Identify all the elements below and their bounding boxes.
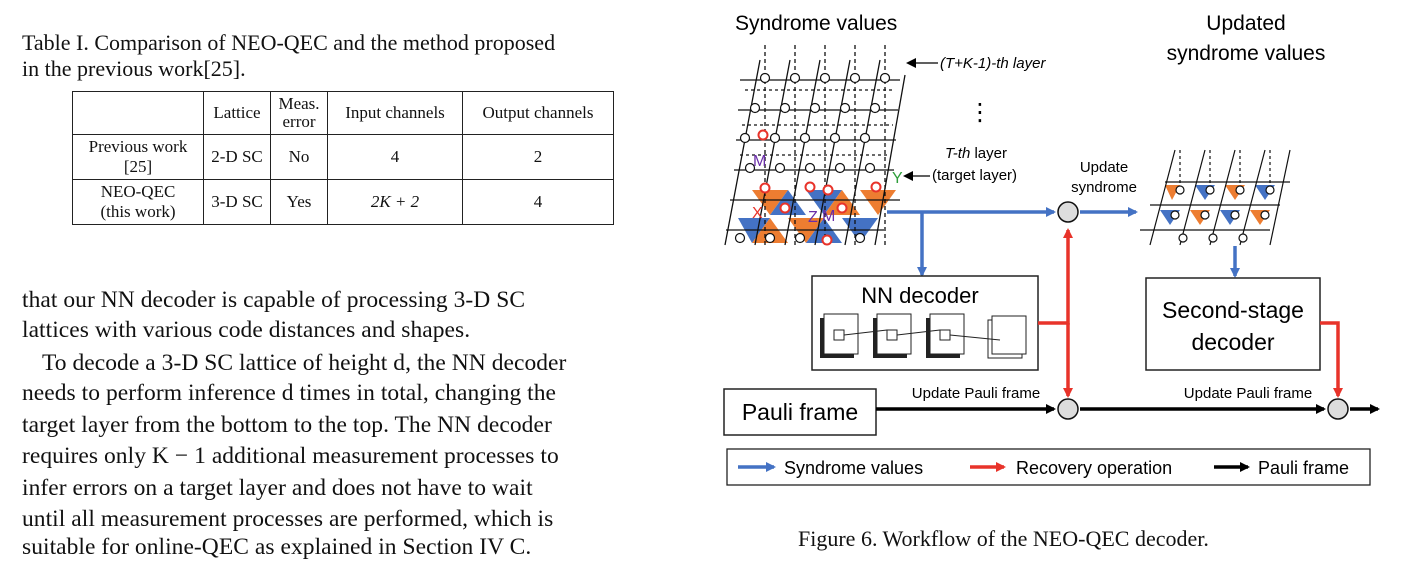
table-header-meas: Meas.: [278, 94, 320, 113]
table-header-cell: Meas. error: [270, 91, 328, 135]
update-pauli-label-2: Update Pauli frame: [1184, 385, 1312, 402]
update-pauli-label-1: Update Pauli frame: [912, 385, 1040, 402]
body-text-line: needs to perform inference d times in to…: [22, 380, 557, 406]
update-syndrome-label-2: syndrome: [1071, 179, 1137, 196]
table-header-cell: Input channels: [327, 91, 463, 135]
paper-left-column: Table I. Comparison of NEO-QEC and the m…: [0, 0, 700, 560]
table-header-cell: Output channels: [462, 91, 614, 135]
lattice-3d: [724, 45, 906, 246]
pauli-frame-label: Pauli frame: [742, 399, 858, 425]
x-error-label: X: [752, 205, 763, 222]
table-caption-line-1: Table I. Comparison of NEO-QEC and the m…: [22, 30, 556, 55]
target-layer-label-2: (target layer): [932, 167, 1017, 184]
syndrome-values-title: Syndrome values: [735, 12, 897, 35]
legend-box: [726, 448, 1371, 486]
pauli-frame-box: [723, 388, 877, 436]
updated-title-line-1: Updated: [1206, 12, 1285, 35]
legend-recovery-label: Recovery operation: [1016, 458, 1172, 478]
target-layer-number: T-th: [945, 145, 970, 162]
body-text-line: that our NN decoder is capable of proces…: [22, 287, 526, 313]
body-text-line: lattices with various code distances and…: [22, 317, 471, 343]
table-cell-meas-error: Yes: [270, 179, 328, 225]
table-cell-input: 4: [327, 134, 463, 180]
table-cell-lattice: 3-D SC: [203, 179, 271, 225]
table-cell-output: 2: [462, 134, 614, 180]
m-error-label: M: [822, 208, 835, 225]
comparison-table: Lattice Meas. error Input channels Outpu…: [72, 91, 614, 225]
table-header-error: error: [282, 112, 316, 131]
table-row: NEO-QEC (this work) 3-D SC Yes 2K + 2 4: [72, 179, 614, 225]
table-cell-meas-error: No: [270, 134, 328, 180]
table-cell-method-line: (this work): [100, 202, 176, 221]
body-text-line: suitable for online-QEC as explained in …: [22, 534, 532, 560]
table-cell-lattice: 2-D SC: [203, 134, 271, 180]
target-layer-word: layer: [970, 145, 1007, 162]
table-header-row: Lattice Meas. error Input channels Outpu…: [72, 91, 614, 135]
syndrome-update-node: [1057, 201, 1079, 223]
pauli-update-node: [1057, 398, 1079, 420]
body-text-line: until all measurement processes are perf…: [22, 506, 554, 532]
second-stage-label-1: Second-stage: [1162, 297, 1304, 323]
table-cell-method-line: Previous work: [88, 137, 188, 156]
nn-decoder-label: NN decoder: [861, 283, 978, 308]
table-cell-method-line: [25]: [123, 157, 153, 176]
table-cell-method-line: NEO-QEC: [100, 182, 176, 201]
second-stage-label-2: decoder: [1191, 329, 1274, 355]
update-syndrome-label-1: Update: [1080, 159, 1128, 176]
updated-lattice: [1140, 149, 1291, 246]
m-error-label: M: [753, 153, 766, 170]
table-cell-input: 2K + 2: [327, 179, 463, 225]
target-layer-label-1: T-th layer: [945, 145, 1007, 162]
cnn-layers-icon: [820, 313, 1027, 359]
body-text-line: target layer from the bottom to the top.…: [22, 412, 552, 438]
pauli-update-node: [1327, 398, 1349, 420]
z-error-label: Z: [808, 209, 818, 226]
ellipsis-label: ⋮: [968, 99, 992, 126]
table-cell-output: 4: [462, 179, 614, 225]
legend-pauli-label: Pauli frame: [1258, 458, 1349, 478]
table-cell-method: NEO-QEC (this work): [72, 179, 204, 225]
body-text-line: To decode a 3-D SC lattice of height d, …: [42, 350, 567, 376]
table-header-cell: Lattice: [203, 91, 271, 135]
body-text-line: infer errors on a target layer and does …: [22, 475, 533, 501]
y-error-label: Y: [892, 170, 903, 187]
recovery-arrows: [1038, 228, 1343, 398]
legend-syndrome-label: Syndrome values: [784, 458, 923, 478]
top-layer-label: (T+K-1)-th layer: [940, 55, 1046, 72]
body-text-line: requires only K − 1 additional measureme…: [22, 443, 559, 469]
updated-title-line-2: syndrome values: [1167, 42, 1326, 65]
second-stage-decoder-box: [1145, 277, 1321, 371]
syndrome-arrows: [887, 207, 1240, 278]
table-cell-method: Previous work [25]: [72, 134, 204, 180]
table-caption-line-2: in the previous work[25].: [22, 56, 246, 81]
figure-caption: Figure 6. Workflow of the NEO-QEC decode…: [798, 526, 1209, 551]
workflow-figure: Syndrome values Updated syndrome values: [723, 12, 1380, 486]
table-header-cell: [72, 91, 204, 135]
table-row: Previous work [25] 2-D SC No 4 2: [72, 134, 614, 180]
